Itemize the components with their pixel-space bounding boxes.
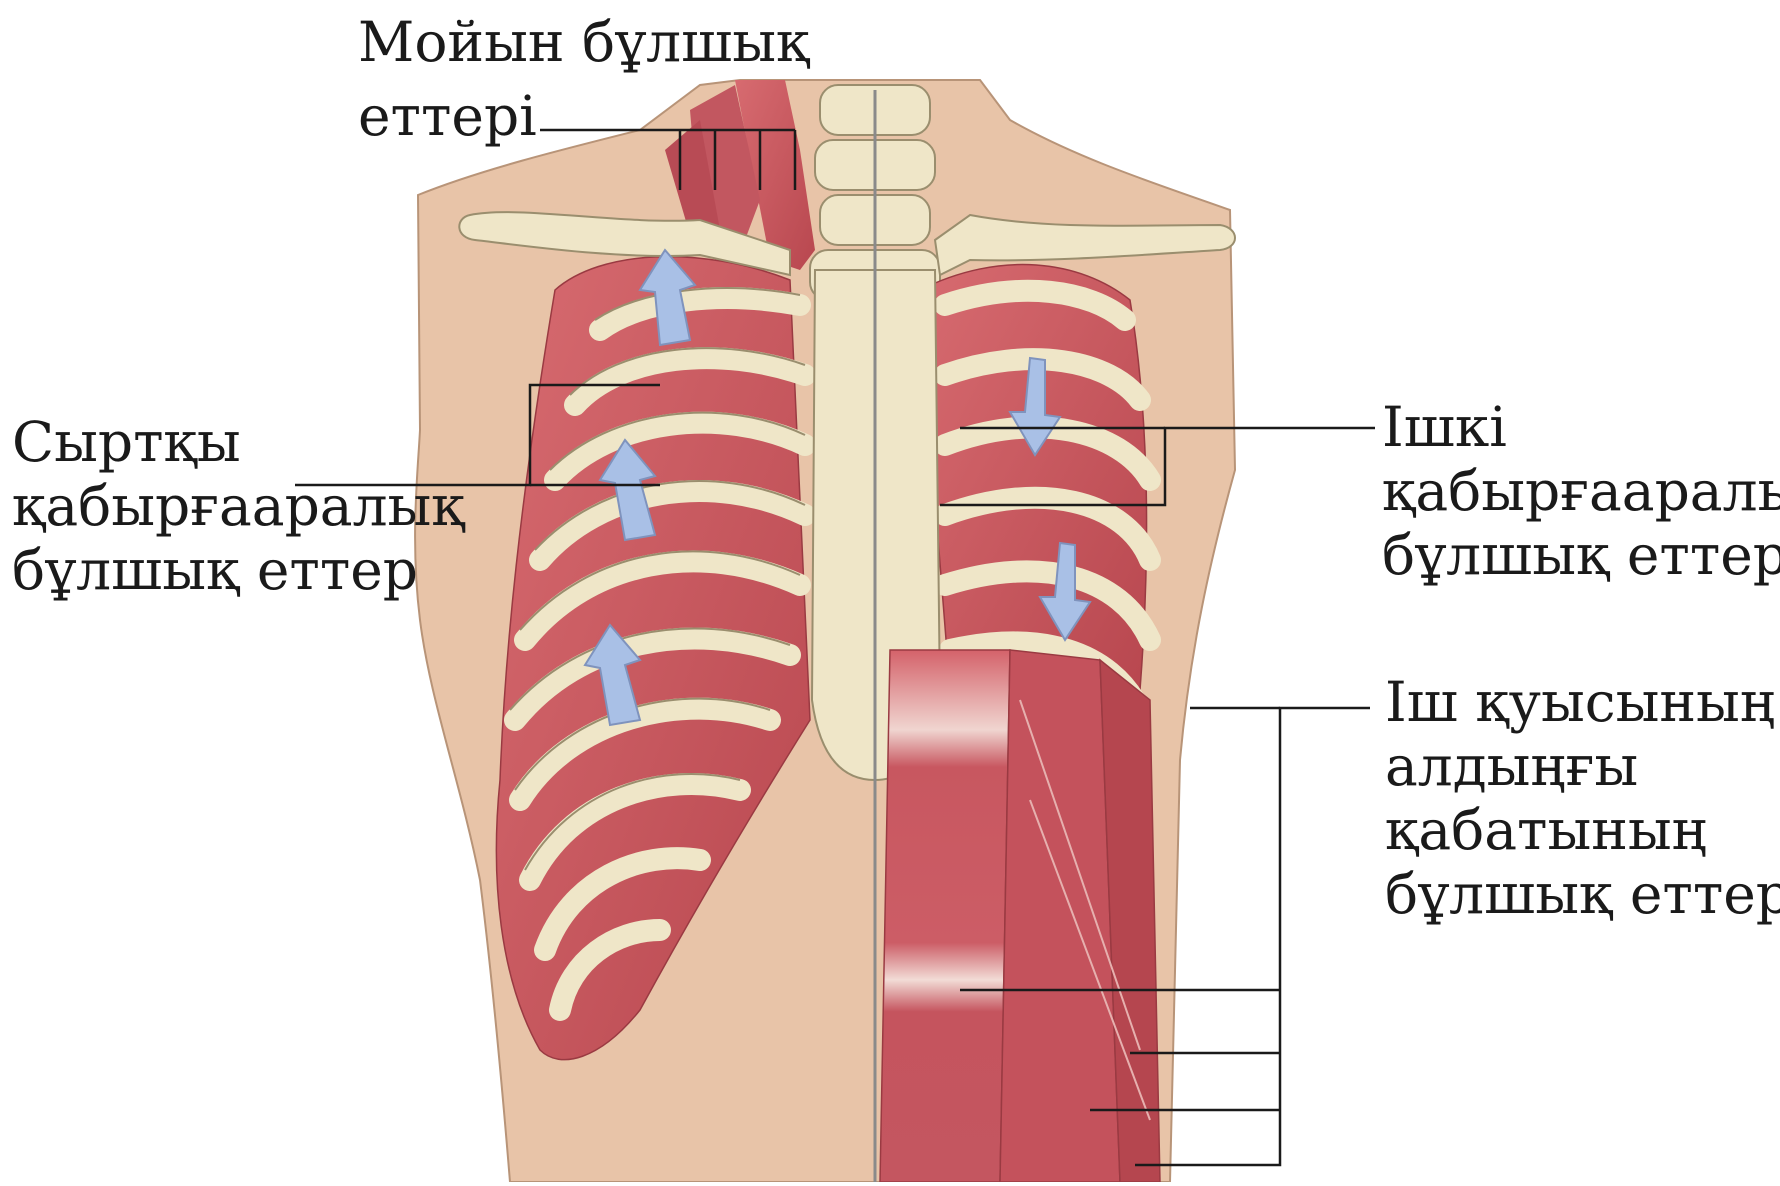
label-external-line3: бұлшық еттер xyxy=(12,538,465,602)
label-abdominal-line4: бұлшық еттері xyxy=(1385,862,1780,926)
label-abdominal-line3: қабатының xyxy=(1385,798,1780,862)
label-neck-line2: еттері xyxy=(358,84,809,148)
label-internal-line2: қабырғааралық xyxy=(1382,459,1780,523)
label-abdominal-line2: алдыңғы xyxy=(1385,734,1780,798)
label-abdominal-muscles: Іш қуысының алдыңғы қабатының бұлшық етт… xyxy=(1385,670,1780,926)
label-external-intercostal: Сыртқы қабырғааралық бұлшық еттер xyxy=(12,410,465,602)
label-neck-line1: Мойын бұлшық xyxy=(358,10,809,74)
abdominal-muscles xyxy=(880,650,1160,1182)
label-internal-line3: бұлшық еттер xyxy=(1382,523,1780,587)
label-internal-line1: Ішкі xyxy=(1382,395,1780,459)
label-neck-muscles: Мойын бұлшық еттері xyxy=(358,10,809,148)
label-external-line1: Сыртқы xyxy=(12,410,465,474)
label-external-line2: қабырғааралық xyxy=(12,474,465,538)
label-abdominal-line1: Іш қуысының xyxy=(1385,670,1780,734)
intercostal-muscle-right xyxy=(920,265,1147,690)
label-internal-intercostal: Ішкі қабырғааралық бұлшық еттер xyxy=(1382,395,1780,587)
